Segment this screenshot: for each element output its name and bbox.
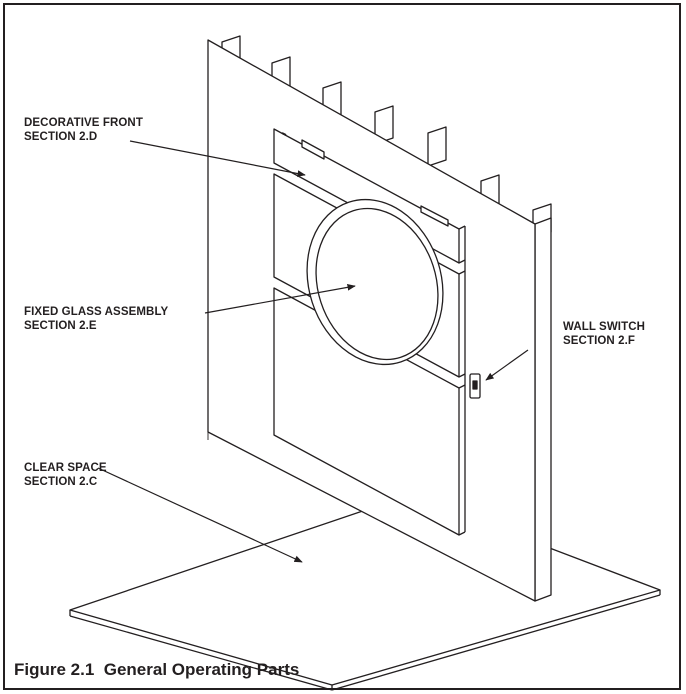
- stud: [427, 126, 447, 167]
- leader-wall-switch: [485, 349, 529, 381]
- callout-wall-switch: WALL SWITCH SECTION 2.F: [563, 320, 645, 348]
- callout-wall-switch-line1: WALL SWITCH: [563, 321, 646, 333]
- floor-edge: [69, 615, 333, 691]
- floor-base: [69, 494, 661, 686]
- leader-decorative-front: [129, 140, 306, 177]
- callout-fixed-glass-line2: SECTION 2.E: [24, 320, 97, 332]
- wall-switch-toggle: [472, 380, 478, 390]
- figure-caption: Figure 2.1 General Operating Parts: [14, 660, 300, 679]
- callout-clear-space: CLEAR SPACE SECTION 2.C: [24, 461, 107, 489]
- callout-wall-switch-line2: SECTION 2.F: [563, 335, 636, 347]
- glass-inner: [315, 207, 439, 361]
- callout-decorative-front: DECORATIVE FRONT SECTION 2.D: [24, 116, 143, 144]
- callout-clear-space-line2: SECTION 2.C: [24, 476, 98, 488]
- callout-fixed-glass-line1: FIXED GLASS ASSEMBLY: [24, 306, 169, 318]
- floor-edge: [331, 594, 661, 691]
- callout-decorative-front-line2: SECTION 2.D: [24, 131, 98, 143]
- callout-fixed-glass: FIXED GLASS ASSEMBLY SECTION 2.E: [24, 305, 168, 333]
- callout-decorative-front-line1: DECORATIVE FRONT: [24, 117, 143, 129]
- leader-fixed-glass: [204, 284, 356, 314]
- leader-clear-space: [97, 467, 303, 563]
- callout-clear-space-line1: CLEAR SPACE: [24, 462, 107, 474]
- wall-side: [534, 217, 552, 602]
